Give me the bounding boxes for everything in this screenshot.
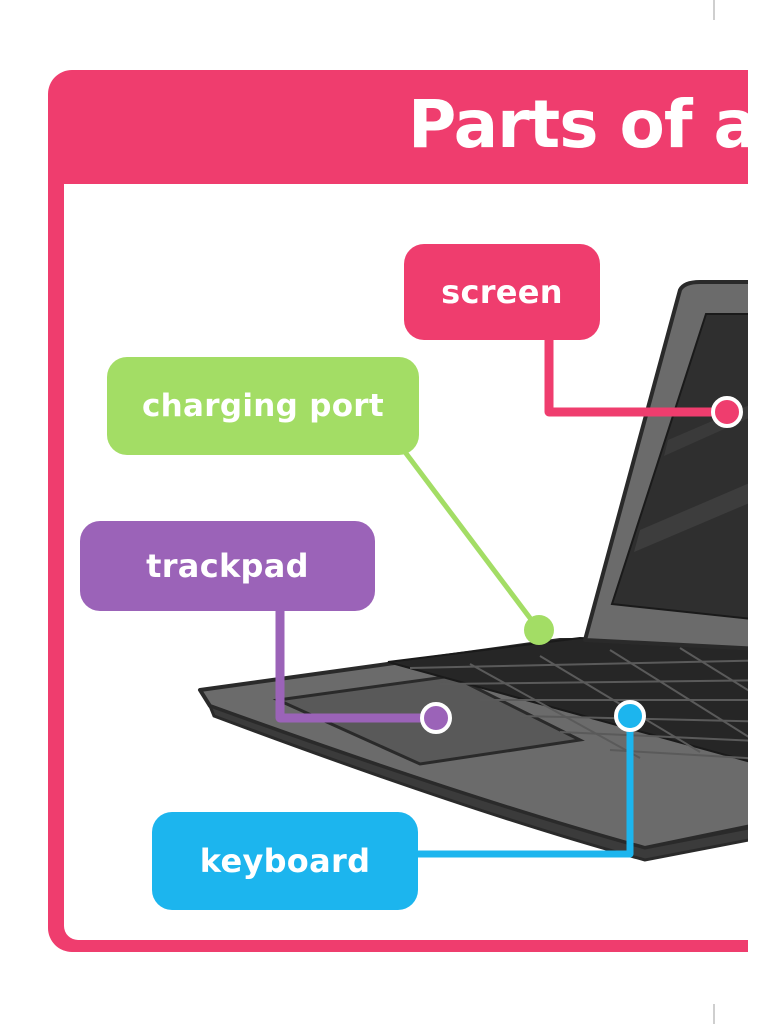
charging-port-connector-dot (524, 615, 554, 645)
laptop-base-edge (207, 703, 768, 862)
poster-title: Parts of a (408, 86, 758, 163)
charging-port-connector-line (403, 450, 541, 632)
trackpad-label: trackpad (80, 521, 375, 611)
screen-label: screen (404, 244, 600, 340)
trackpad-connector-dot (420, 702, 452, 734)
crop-mark-bottom (713, 1004, 715, 1024)
right-edge-crop (748, 60, 768, 960)
keyboard-connector-dot (614, 700, 646, 732)
crop-mark-top (713, 0, 715, 20)
keyboard-label: keyboard (152, 812, 418, 910)
trackpad-connector-line (275, 611, 434, 723)
screen-connector-line (544, 340, 724, 417)
charging-port-label: charging port (107, 357, 419, 455)
screen-connector-dot (711, 396, 743, 428)
display-glare (634, 475, 768, 552)
keyboard-connector-line (418, 718, 634, 858)
